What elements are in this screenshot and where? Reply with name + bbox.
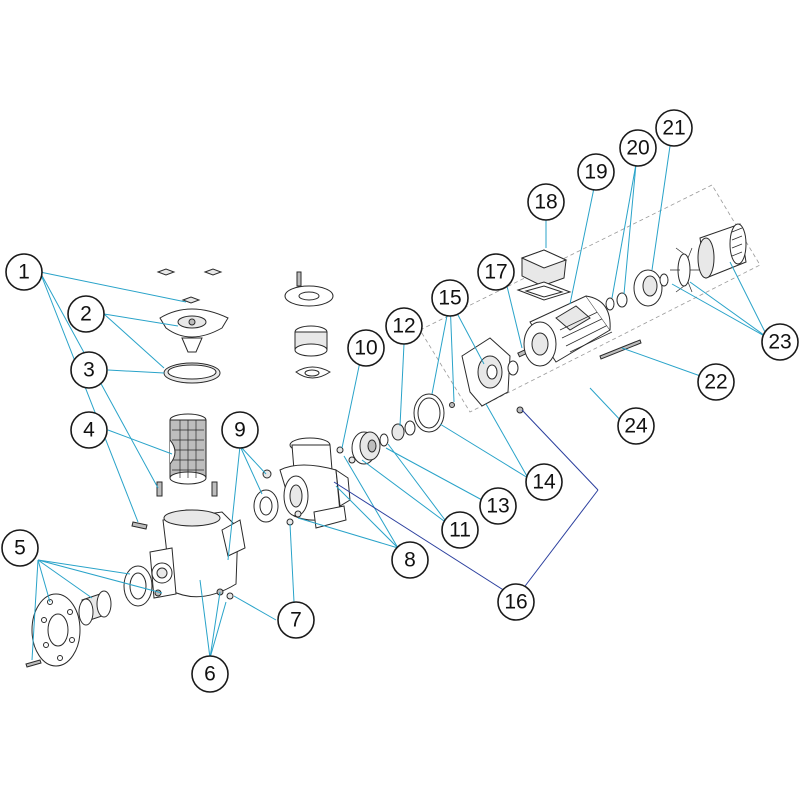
motor-envelope-dashed [419, 184, 761, 413]
lid-o-ring [163, 362, 221, 384]
strainer-basket [169, 413, 207, 485]
callout-23-label: 23 [768, 331, 791, 354]
callout-4: 4 [70, 411, 108, 449]
discharge-flange-top [284, 271, 334, 307]
callout-12-label: 12 [392, 315, 415, 338]
electric-motor [523, 295, 613, 367]
callout-15: 15 [431, 279, 469, 317]
callout-4-label: 4 [83, 419, 95, 442]
callout-8: 8 [391, 541, 429, 579]
callout-6-label: 6 [204, 663, 216, 686]
callout-17-label: 17 [484, 261, 507, 284]
callout-18-label: 18 [534, 191, 557, 214]
callout-16-label: 16 [504, 591, 527, 614]
diffuser-o-ring [413, 393, 445, 433]
callout-22-label: 22 [704, 371, 727, 394]
callout-14-label: 14 [532, 471, 556, 494]
callout-24-label: 24 [624, 415, 648, 438]
terminal-box-gasket [516, 281, 572, 301]
prefilter-lid-knobs [156, 268, 223, 304]
callout-11: 11 [441, 511, 479, 549]
seal-rings [379, 420, 416, 447]
callout-22: 22 [697, 363, 735, 401]
callout-20-label: 20 [626, 137, 649, 160]
callout-19: 19 [577, 153, 615, 191]
volute-side-gasket [253, 489, 279, 523]
callout-14: 14 [525, 463, 563, 501]
bearing-washers [605, 292, 628, 311]
flange-bolt [25, 659, 42, 668]
callout-13: 13 [479, 487, 517, 525]
cooling-fan [670, 247, 700, 293]
callout-19-label: 19 [584, 161, 607, 184]
callout-5-label: 5 [14, 537, 26, 560]
discharge-gasket [295, 366, 331, 379]
discharge-union [294, 325, 328, 357]
fan-cover [697, 223, 747, 279]
inlet-pipe-union [78, 590, 112, 626]
callout-12: 12 [385, 307, 423, 345]
callout-1-label: 1 [18, 261, 30, 284]
callout-9-label: 9 [234, 419, 246, 442]
prefilter-lid [159, 308, 229, 353]
motor-bracket [449, 337, 524, 414]
inlet-gasket [123, 565, 153, 607]
pump-body [149, 509, 246, 599]
callout-3-label: 3 [83, 359, 95, 382]
callout-9: 9 [221, 411, 259, 449]
callout-10: 10 [347, 329, 385, 367]
callout-2-label: 2 [80, 303, 92, 326]
callout-13-label: 13 [486, 495, 509, 518]
callout-17: 17 [477, 253, 515, 291]
callout-20: 20 [619, 129, 657, 167]
terminal-box-cover [520, 249, 568, 287]
callout-21: 21 [655, 109, 693, 147]
callout-8-label: 8 [404, 549, 416, 572]
callout-18: 18 [527, 183, 565, 221]
callout-16: 16 [497, 583, 535, 621]
tie-rod [599, 339, 642, 360]
callout-7: 7 [277, 601, 315, 639]
small-fittings [226, 446, 356, 600]
callout-3: 3 [70, 351, 108, 389]
callout-7-label: 7 [290, 609, 302, 632]
impeller [351, 431, 381, 465]
callout-23: 23 [761, 323, 799, 361]
callout-15-label: 15 [438, 287, 461, 310]
callout-21-label: 21 [662, 117, 685, 140]
callout-6: 6 [191, 655, 229, 693]
callout-5: 5 [1, 529, 39, 567]
callout-10-label: 10 [354, 337, 377, 360]
callout-24: 24 [617, 407, 655, 445]
callout-11-label: 11 [449, 519, 471, 542]
inlet-flange [31, 593, 81, 667]
callout-2: 2 [67, 295, 105, 333]
rear-bearing-cover [633, 269, 669, 307]
callout-1: 1 [5, 253, 43, 291]
